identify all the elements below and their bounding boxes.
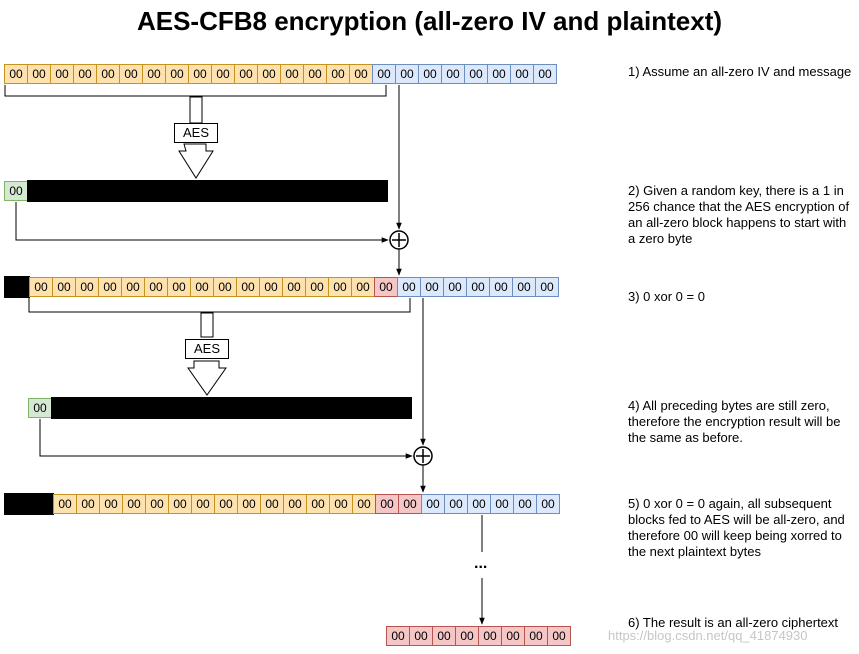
iv-byte: 00 — [349, 64, 373, 84]
plaintext-byte: 00 — [467, 494, 491, 514]
step-2-text: 2) Given a random key, there is a 1 in 2… — [628, 183, 850, 246]
iv-byte: 00 — [119, 64, 143, 84]
plaintext-byte: 00 — [513, 494, 537, 514]
iv-byte: 00 — [168, 494, 192, 514]
plaintext-byte: 00 — [510, 64, 534, 84]
plaintext-byte: 00 — [490, 494, 514, 514]
iv-byte: 00 — [236, 277, 260, 297]
iv-byte: 00 — [329, 494, 353, 514]
iv-byte: 00 — [52, 277, 76, 297]
iv-byte: 00 — [76, 494, 100, 514]
plaintext-byte: 00 — [535, 277, 559, 297]
row5-shift-register: 00 00 00 00 00 00 00 00 00 00 00 00 00 0… — [53, 494, 560, 514]
output-to-xor-arrow-1 — [15, 202, 389, 243]
step-1-text: 1) Assume an all-zero IV and message — [628, 64, 852, 79]
iv-byte: 00 — [96, 64, 120, 84]
plaintext-byte: 00 — [533, 64, 557, 84]
ciphertext-byte: 00 — [524, 626, 548, 646]
output-to-xor-arrow-2 — [39, 419, 413, 459]
iv-byte: 00 — [188, 64, 212, 84]
iv-byte: 00 — [211, 64, 235, 84]
aes-arrow-down-1 — [178, 143, 214, 179]
aes-block-1: AES — [174, 123, 218, 143]
row1-iv-and-plaintext: 00 00 00 00 00 00 00 00 00 00 00 00 00 0… — [4, 64, 557, 84]
plaintext-byte: 00 — [372, 64, 396, 84]
aes-stem-2 — [200, 312, 214, 338]
iv-byte: 00 — [326, 64, 350, 84]
iv-byte: 00 — [305, 277, 329, 297]
iv-byte: 00 — [190, 277, 214, 297]
iv-byte: 00 — [29, 277, 53, 297]
hidden-output-bytes-1 — [27, 180, 388, 202]
watermark: https://blog.csdn.net/qq_41874930 — [608, 628, 808, 643]
step-6-text: 6) The result is an all-zero ciphertext — [628, 615, 839, 630]
ciphertext-byte: 00 — [547, 626, 571, 646]
xor-symbol-1 — [389, 230, 409, 250]
iv-byte: 00 — [306, 494, 330, 514]
plaintext-byte: 00 — [441, 64, 465, 84]
iv-byte: 00 — [213, 277, 237, 297]
iv-byte: 00 — [73, 64, 97, 84]
iv-byte: 00 — [145, 494, 169, 514]
row3-shift-register: 00 00 00 00 00 00 00 00 00 00 00 00 00 0… — [29, 277, 559, 297]
aes-stem-1 — [189, 96, 203, 124]
step-3-text: 3) 0 xor 0 = 0 — [628, 289, 705, 304]
plaintext-byte: 00 — [418, 64, 442, 84]
iv-byte: 00 — [303, 64, 327, 84]
iv-bracket-1 — [4, 85, 387, 97]
plaintext-byte: 00 — [421, 494, 445, 514]
step-5-text: 5) 0 xor 0 = 0 again, all subsequent blo… — [628, 496, 845, 559]
iv-byte: 00 — [283, 494, 307, 514]
shifted-out-bytes-2 — [4, 493, 54, 515]
ciphertext-byte: 00 — [375, 494, 399, 514]
ciphertext-byte: 00 — [455, 626, 479, 646]
iv-byte: 00 — [142, 64, 166, 84]
plaintext-byte: 00 — [444, 494, 468, 514]
diagram-title: AES-CFB8 encryption (all-zero IV and pla… — [136, 6, 723, 36]
iv-byte: 00 — [122, 494, 146, 514]
iv-byte: 00 — [234, 64, 258, 84]
step-4-text: 4) All preceding bytes are still zero, t… — [628, 398, 841, 445]
plaintext-byte: 00 — [489, 277, 513, 297]
iv-byte: 00 — [50, 64, 74, 84]
plaintext-byte: 00 — [466, 277, 490, 297]
final-ciphertext: 00 00 00 00 00 00 00 00 — [386, 626, 571, 646]
xor-symbol-2 — [413, 446, 433, 466]
aes-block-2: AES — [185, 339, 229, 359]
ciphertext-byte: 00 — [501, 626, 525, 646]
iv-byte: 00 — [259, 277, 283, 297]
hidden-output-bytes-2 — [51, 397, 412, 419]
iv-bracket-2 — [28, 298, 411, 313]
iv-byte: 00 — [121, 277, 145, 297]
shifted-out-byte-1 — [4, 276, 30, 298]
ciphertext-byte: 00 — [409, 626, 433, 646]
plaintext-byte: 00 — [464, 64, 488, 84]
plaintext-byte: 00 — [395, 64, 419, 84]
plaintext-byte: 00 — [397, 277, 421, 297]
aes-arrow-down-2 — [187, 360, 227, 396]
ellipsis: ... — [474, 555, 488, 572]
plaintext-byte: 00 — [536, 494, 560, 514]
